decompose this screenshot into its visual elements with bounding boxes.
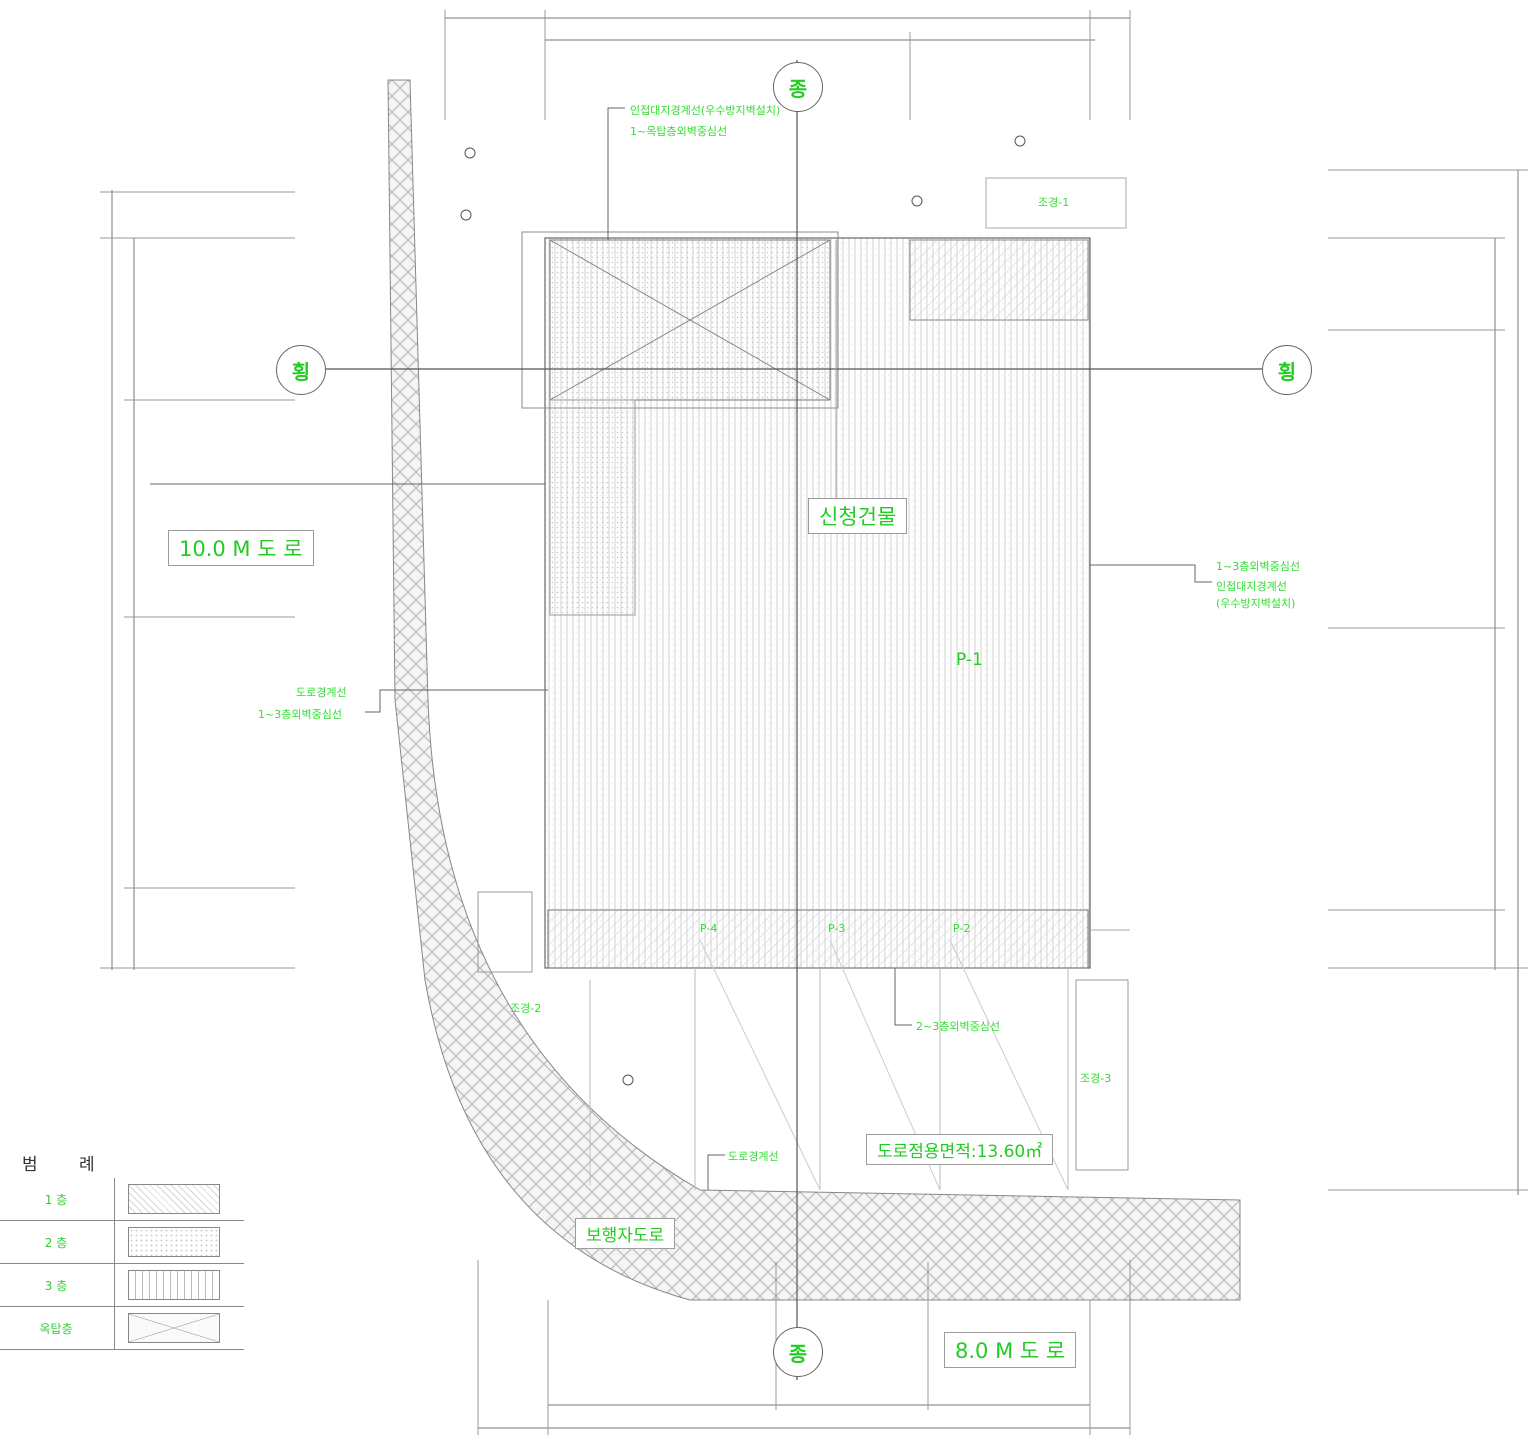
legend-row-1f: 1 층 xyxy=(0,1178,244,1221)
note-left-2: 1~3층외벽중심선 xyxy=(258,708,342,721)
parking-strip xyxy=(547,909,1089,969)
parking-2-label: P-2 xyxy=(953,922,971,935)
road-bottom-label: 8.0 M 도 로 xyxy=(944,1332,1077,1368)
section-marker-top: 종 xyxy=(773,62,823,112)
sidewalk-label: 보행자도로 xyxy=(575,1218,676,1249)
note-top-1: 인접대지경계선(우수방지벽설치) xyxy=(630,104,781,117)
legend-swatch-penthouse xyxy=(128,1313,220,1343)
legend-title: 범 례 xyxy=(22,1155,113,1175)
building-label: 신청건물 xyxy=(808,498,908,534)
note-right-1: 1~3층외벽중심선 xyxy=(1216,560,1300,573)
legend-name: 1 층 xyxy=(44,1192,68,1207)
note-bottom-2: 도로경계선 xyxy=(728,1150,779,1163)
legend-name: 옥탑층 xyxy=(39,1321,73,1336)
sidewalk-band xyxy=(387,79,1241,1301)
parking-1-label: P-1 xyxy=(956,650,983,670)
note-bottom-1: 2~3층외벽중심선 xyxy=(916,1020,1000,1033)
legend-name: 3 층 xyxy=(44,1278,68,1293)
note-top-2: 1~옥탑층외벽중심선 xyxy=(630,125,728,138)
section-marker-bottom: 종 xyxy=(773,1327,823,1377)
landscape-3-label: 조경-3 xyxy=(1080,1072,1112,1085)
parking-4-label: P-4 xyxy=(700,922,718,935)
note-right-2: 인접대지경계선 xyxy=(1216,580,1287,593)
legend-name: 2 층 xyxy=(44,1235,68,1250)
legend-swatch-2f xyxy=(128,1227,220,1257)
legend-row-2f: 2 층 xyxy=(0,1221,244,1264)
legend: 범 례 1 층 2 층 3 층 옥탑층 xyxy=(0,1150,244,1350)
upper-right-void xyxy=(909,239,1089,321)
road-use-area-label: 도로점용면적:13.60㎡ xyxy=(866,1134,1054,1165)
landscape-1-label: 조경-1 xyxy=(1038,196,1070,209)
legend-swatch-3f xyxy=(128,1270,220,1300)
legend-row-penthouse: 옥탑층 xyxy=(0,1307,244,1350)
note-right-3: (우수방지벽설치) xyxy=(1216,597,1296,610)
legend-row-3f: 3 층 xyxy=(0,1264,244,1307)
landscape-2-label: 조경-2 xyxy=(510,1002,542,1015)
road-left-label: 10.0 M 도 로 xyxy=(168,530,314,566)
section-marker-right: 횡 xyxy=(1262,345,1312,395)
parking-3-label: P-3 xyxy=(828,922,846,935)
note-left-1: 도로경계선 xyxy=(296,686,347,699)
legend-swatch-1f xyxy=(128,1184,220,1214)
section-marker-left: 횡 xyxy=(276,345,326,395)
